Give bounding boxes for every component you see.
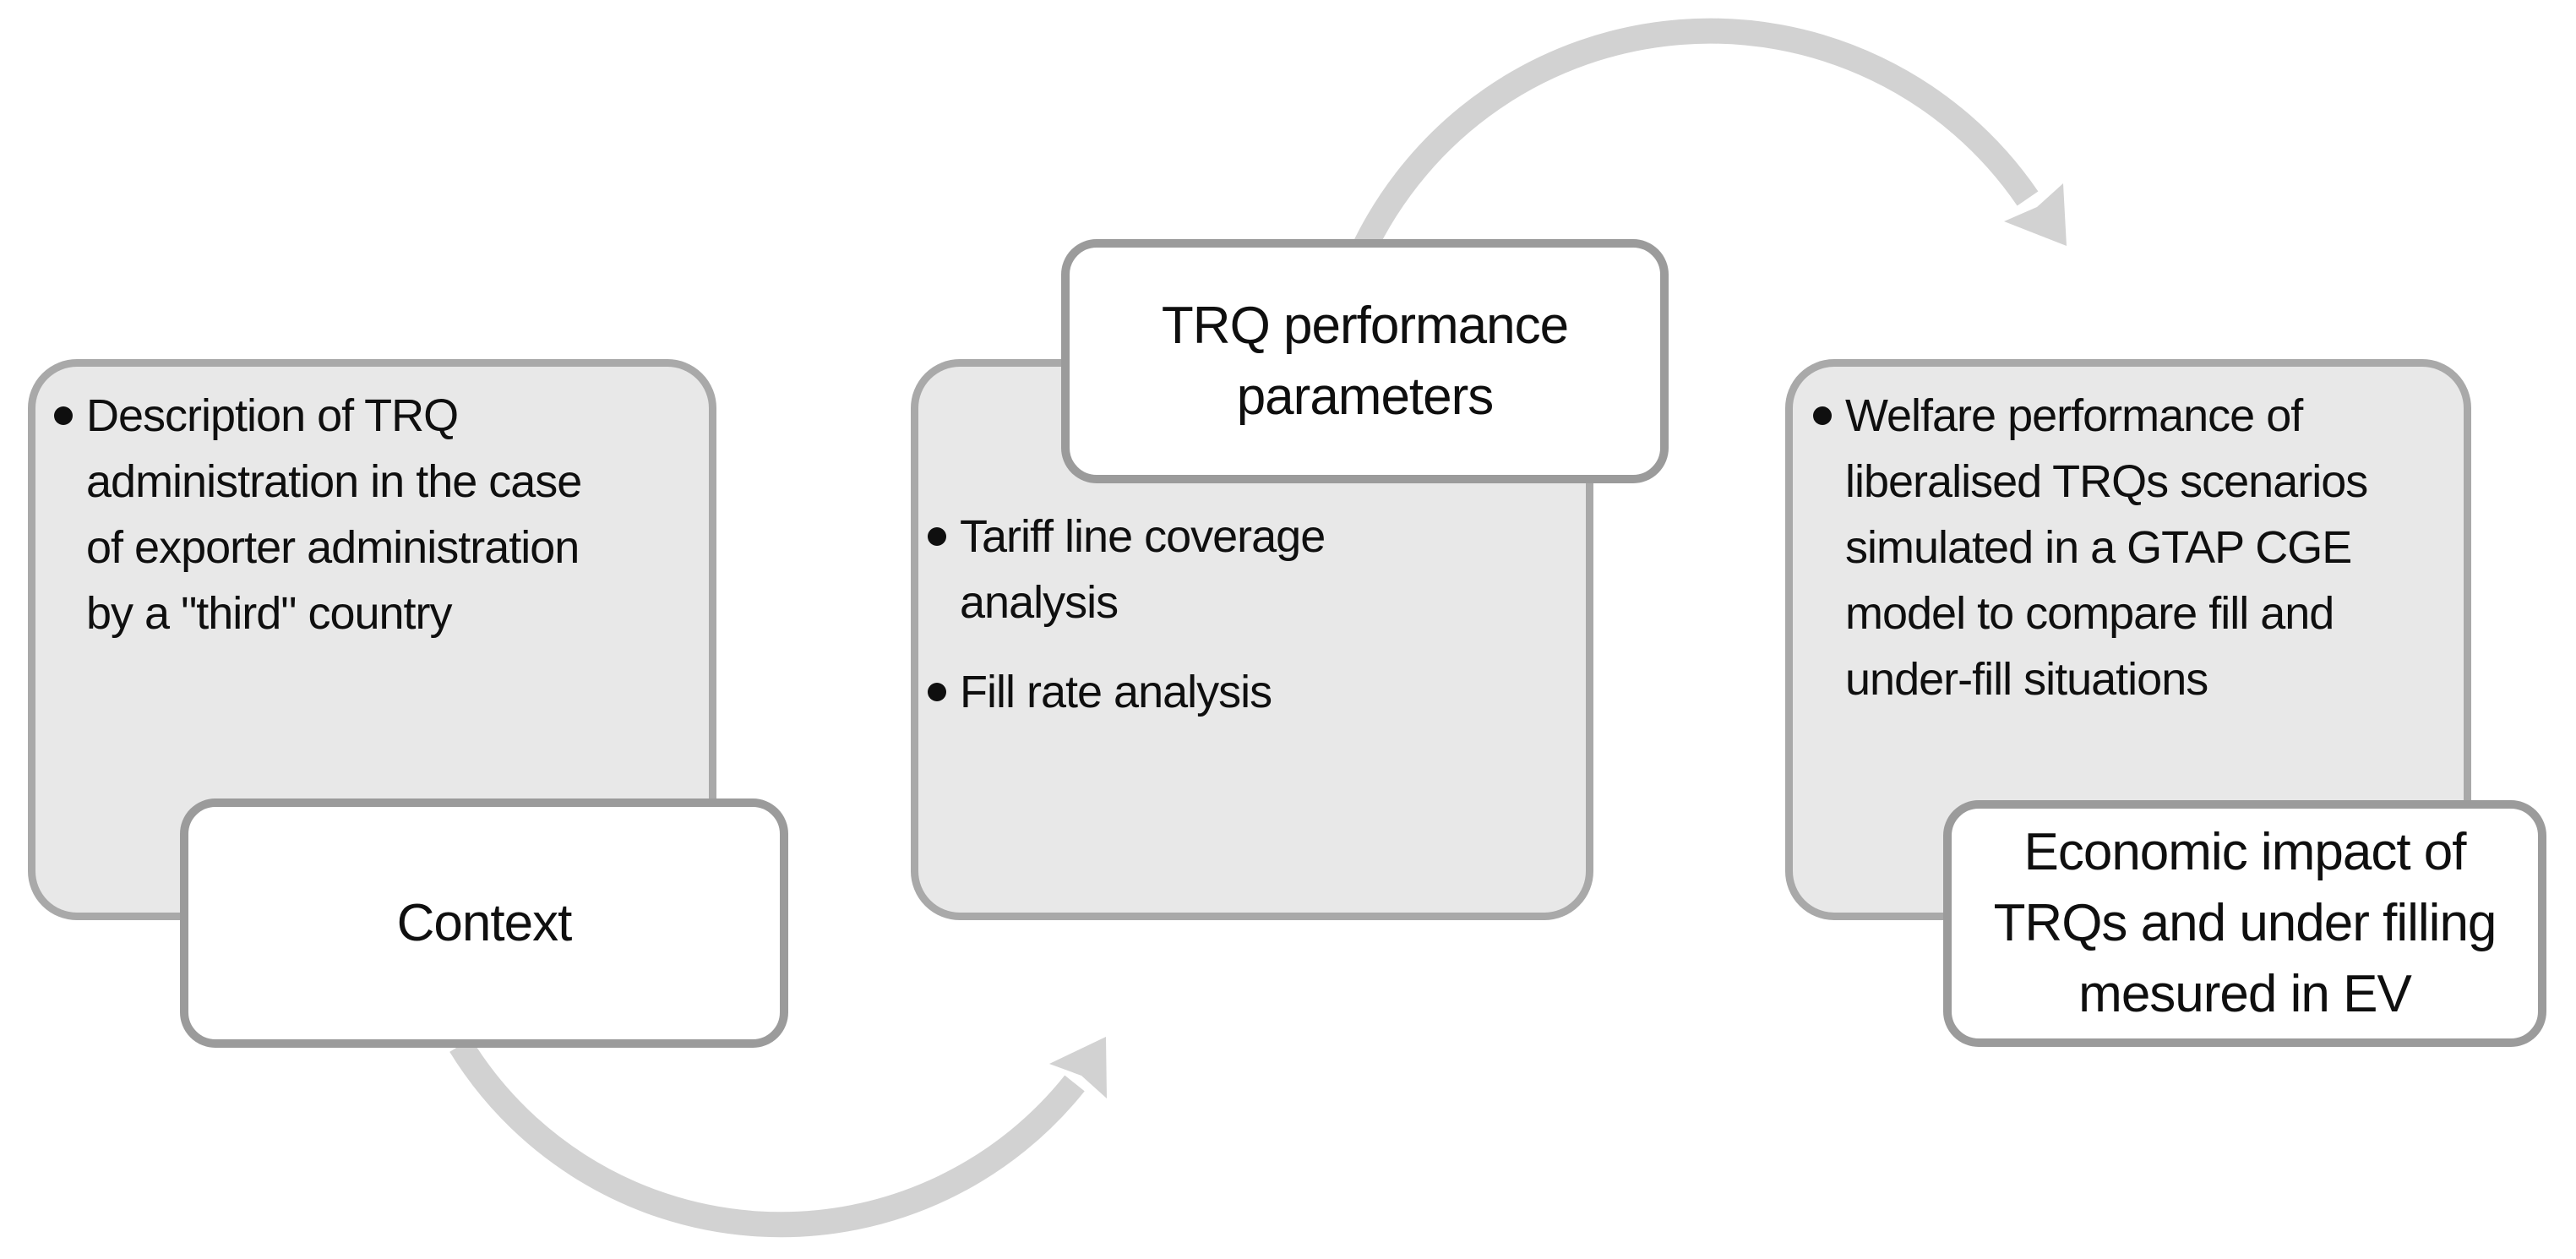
trq-performance-label: TRQ performance parameters [1161, 296, 1569, 426]
list-item: Fill rate analysis [928, 659, 1587, 725]
list-item: Welfare performance of liberalised TRQs … [1813, 383, 2472, 712]
trq-performance-label-card: TRQ performance parameters [1061, 239, 1669, 483]
bullet-text: Welfare performance of liberalised TRQs … [1845, 390, 2368, 705]
bullet-text: Fill rate analysis [960, 667, 1272, 717]
economic-impact-label-card: Economic impact of TRQs and under fillin… [1943, 800, 2546, 1047]
curved-arrow-down-right-icon [1351, 18, 2067, 257]
economic-impact-bullet-list: Welfare performance of liberalised TRQs … [1813, 383, 2472, 736]
context-bullet-list: Description of TRQ administration in the… [54, 383, 713, 670]
bullet-text: Description of TRQ administration in the… [86, 390, 582, 639]
bullet-text: Tariff line coverage analysis [960, 511, 1326, 628]
bullet-icon [928, 527, 946, 546]
context-label-card: Context [180, 798, 788, 1048]
top-arrow-arc [1351, 18, 2039, 257]
bottom-arrow-head [1049, 1037, 1107, 1098]
context-label: Context [396, 893, 573, 952]
bullet-icon [928, 683, 946, 701]
curved-arrow-up-right-icon [449, 1037, 1107, 1238]
top-arrow-head [2004, 183, 2067, 246]
bottom-arrow-arc [449, 1038, 1085, 1238]
economic-impact-label: Economic impact of TRQs and under fillin… [1993, 823, 2497, 1023]
list-item: Description of TRQ administration in the… [54, 383, 713, 646]
bullet-icon [1813, 406, 1832, 425]
list-item: Tariff line coverage analysis [928, 504, 1587, 635]
bullet-icon [54, 406, 73, 425]
trq-performance-bullet-list: Tariff line coverage analysis Fill rate … [928, 504, 1587, 749]
